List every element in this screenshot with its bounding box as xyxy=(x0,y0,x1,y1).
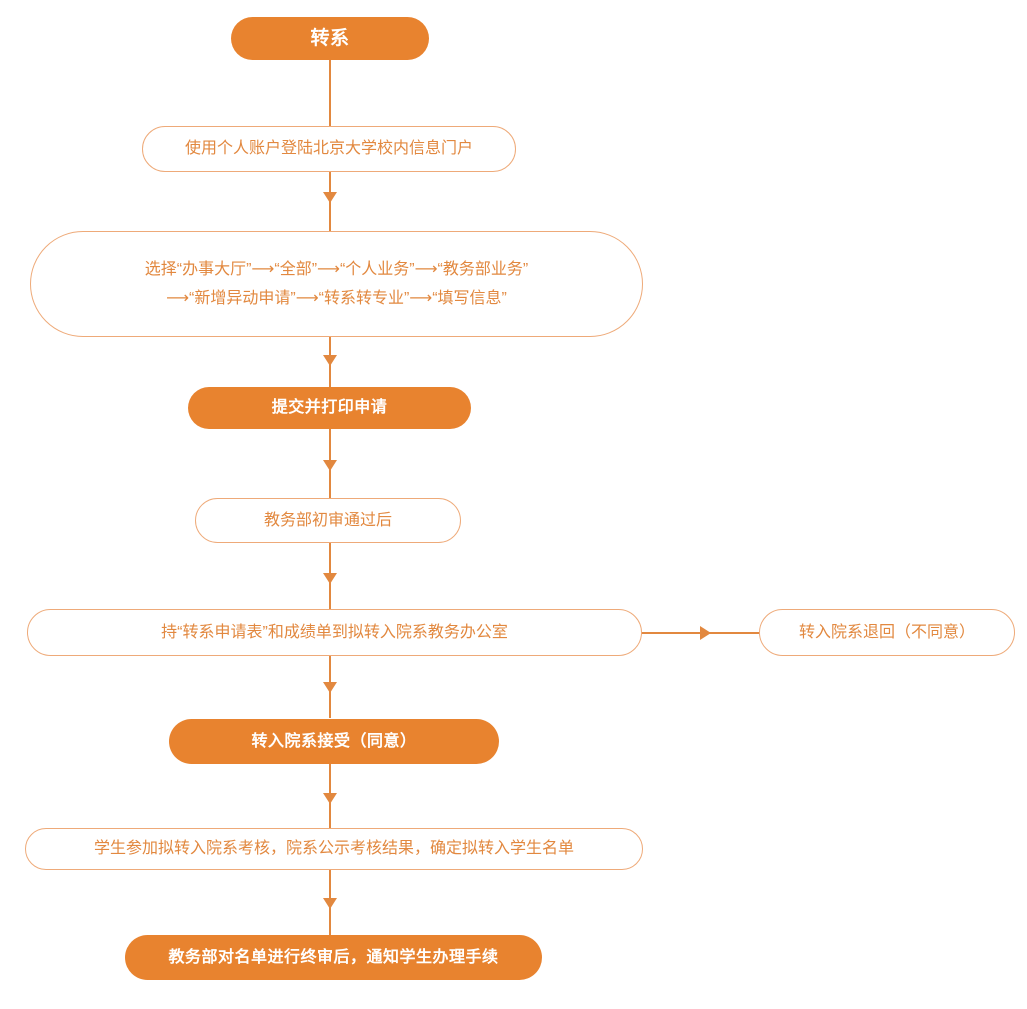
arrowhead-submit-to-review xyxy=(323,460,337,471)
node-academic-affairs-first-review-label: 教务部初审通过后 xyxy=(263,511,392,529)
node-title-transfer-department[interactable]: 转系 xyxy=(231,17,429,60)
node-department-reject[interactable]: 转入院系退回（不同意） xyxy=(759,609,1015,656)
node-assessment-and-publication[interactable]: 学生参加拟转入院系考核，院系公示考核结果，确定拟转入学生名单 xyxy=(25,828,643,870)
node-login-portal-label: 使用个人账户登陆北京大学校内信息门户 xyxy=(184,140,473,158)
node-navigation-steps-line-2: ⟶“新增异动申请”⟶“转系转专业”⟶“填写信息” xyxy=(166,289,507,307)
node-title-label: 转系 xyxy=(310,27,350,49)
node-submit-print-application[interactable]: 提交并打印申请 xyxy=(188,387,471,429)
node-assessment-and-publication-label: 学生参加拟转入院系考核，院系公示考核结果，确定拟转入学生名单 xyxy=(93,840,574,858)
arrowhead-accept-to-assess xyxy=(323,793,337,804)
node-department-accept[interactable]: 转入院系接受（同意） xyxy=(169,719,499,764)
node-submit-print-application-label: 提交并打印申请 xyxy=(271,399,388,417)
arrowhead-login-to-steps xyxy=(323,192,337,203)
arrowhead-bring-to-reject xyxy=(700,626,711,640)
arrowhead-bring-to-accept xyxy=(323,682,337,693)
node-navigation-steps[interactable]: 选择“办事大厅”⟶“全部”⟶“个人业务”⟶“教务部业务” ⟶“新增异动申请”⟶“… xyxy=(30,231,643,337)
node-department-reject-label: 转入院系退回（不同意） xyxy=(798,623,975,641)
node-department-accept-label: 转入院系接受（同意） xyxy=(251,732,417,750)
arrowhead-review-to-bring xyxy=(323,573,337,584)
node-final-review-and-notify-label: 教务部对名单进行终审后，通知学生办理手续 xyxy=(168,948,499,966)
node-login-portal[interactable]: 使用个人账户登陆北京大学校内信息门户 xyxy=(142,126,516,172)
node-bring-form-to-office[interactable]: 持“转系申请表”和成绩单到拟转入院系教务办公室 xyxy=(27,609,642,656)
node-academic-affairs-first-review[interactable]: 教务部初审通过后 xyxy=(195,498,461,543)
node-navigation-steps-line-1: 选择“办事大厅”⟶“全部”⟶“个人业务”⟶“教务部业务” xyxy=(144,260,529,278)
node-final-review-and-notify[interactable]: 教务部对名单进行终审后，通知学生办理手续 xyxy=(125,935,542,980)
node-bring-form-to-office-label: 持“转系申请表”和成绩单到拟转入院系教务办公室 xyxy=(161,623,508,641)
node-navigation-steps-text: 选择“办事大厅”⟶“全部”⟶“个人业务”⟶“教务部业务” ⟶“新增异动申请”⟶“… xyxy=(115,252,558,316)
arrowhead-steps-to-submit xyxy=(323,355,337,366)
arrowhead-assess-to-final xyxy=(323,898,337,909)
connector-title-to-login xyxy=(329,59,331,130)
